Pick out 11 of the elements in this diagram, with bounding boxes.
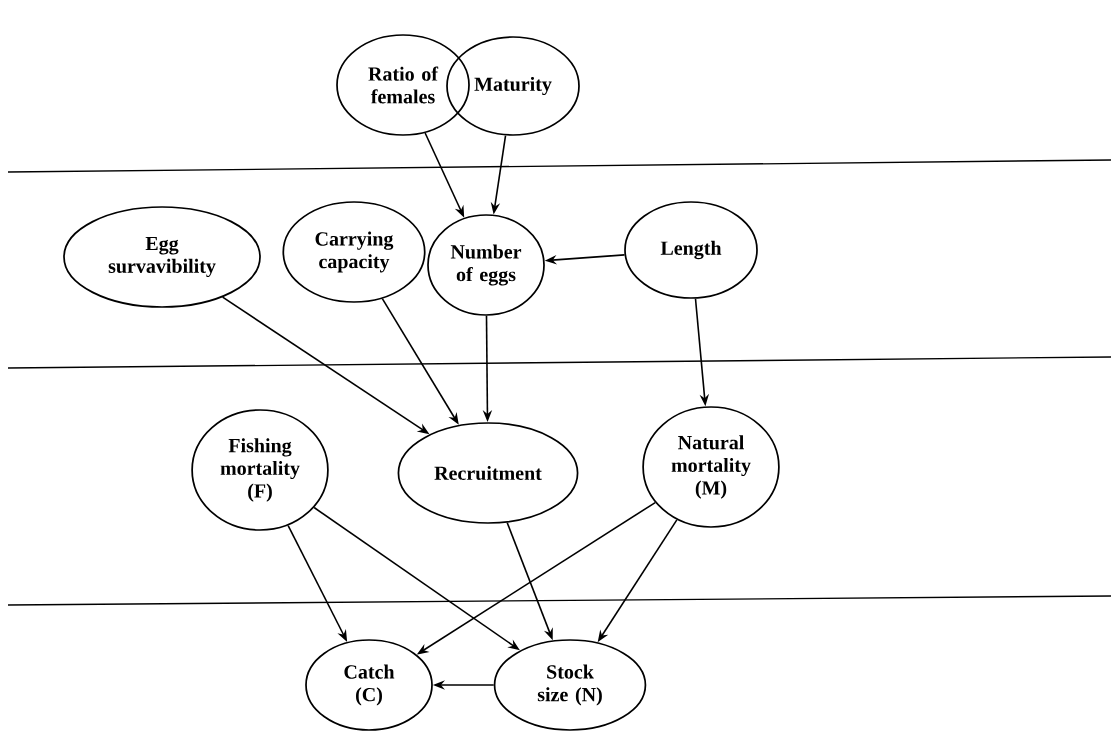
ellipse-node: Carrying capacity bbox=[282, 201, 426, 303]
ellipse-node: Catch (C) bbox=[305, 639, 433, 731]
ellipse-node: Ratio of females bbox=[336, 34, 470, 136]
ellipse-node: Maturity bbox=[446, 36, 580, 136]
ellipse-node: Length bbox=[624, 201, 758, 299]
ellipse-node: Recruitment bbox=[397, 422, 579, 524]
ellipse-node: Fishing mortality (F) bbox=[191, 409, 329, 531]
ellipse-node: Egg survavibility bbox=[63, 206, 261, 308]
ellipse-node: Number of eggs bbox=[427, 214, 545, 316]
ellipse-node: Natural mortality (M) bbox=[642, 406, 780, 528]
ellipse-node: Stock size (N) bbox=[493, 639, 647, 731]
